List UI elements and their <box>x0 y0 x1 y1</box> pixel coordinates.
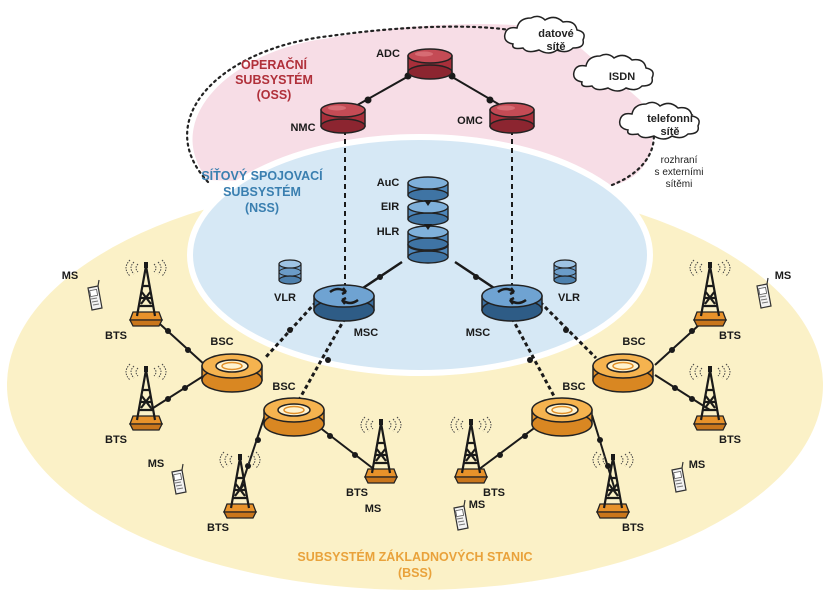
adc-label: ADC <box>376 48 400 60</box>
ms-label: MS <box>775 270 792 282</box>
external-interface-2: s externími <box>655 167 704 178</box>
msc-left-router-icon <box>312 283 376 323</box>
nss-title-2: SUBSYSTÉM <box>223 184 301 199</box>
bsc-right-upper-label: BSC <box>622 336 645 348</box>
external-interface-3: sítěmi <box>666 179 693 190</box>
bsc-right-upper-icon <box>592 353 654 393</box>
nss-title-3: (NSS) <box>245 201 279 215</box>
bsc-left-upper-icon <box>201 353 263 393</box>
nmc-label: NMC <box>290 122 315 134</box>
bsc-right-lower-icon <box>531 397 593 437</box>
bss-title-2: (BSS) <box>398 566 432 580</box>
bts-label: BTS <box>719 434 741 446</box>
ms-label: MS <box>148 458 165 470</box>
msc-right-label: MSC <box>466 327 491 339</box>
hlr-label: HLR <box>377 226 400 238</box>
vlr-right-icon <box>553 259 577 285</box>
ms-label: MS <box>365 503 382 515</box>
oss-title-3: (OSS) <box>257 88 292 102</box>
cloud-phone-label-1: telefonní <box>647 113 694 125</box>
auc-label: AuC <box>377 177 400 189</box>
ms-label: MS <box>62 270 79 282</box>
nss-title-1: SÍŤOVÝ SPOJOVACÍ <box>201 168 323 183</box>
bts-label: BTS <box>105 434 127 446</box>
bts-label: BTS <box>483 487 505 499</box>
cloud-isdn-label: ISDN <box>609 71 635 83</box>
oss-title-2: SUBSYSTÉM <box>235 72 313 87</box>
auc-database-icon <box>407 176 449 202</box>
bsc-right-lower-label: BSC <box>562 381 585 393</box>
bts-label: BTS <box>622 522 644 534</box>
cloud-data-label-1: datové <box>538 28 573 40</box>
vlr-right-label: VLR <box>558 292 580 304</box>
vlr-left-icon <box>278 259 302 285</box>
oss-title-1: OPERAČNÍ <box>241 57 308 72</box>
bsc-left-lower-label: BSC <box>272 381 295 393</box>
msc-left-label: MSC <box>354 327 379 339</box>
bsc-left-lower-icon <box>263 397 325 437</box>
omc-database-icon <box>489 102 535 134</box>
bts-label: BTS <box>346 487 368 499</box>
bts-label: BTS <box>207 522 229 534</box>
eir-label: EIR <box>381 201 399 213</box>
oss-boundary <box>186 25 512 184</box>
nmc-database-icon <box>320 102 366 134</box>
database-arrows <box>424 200 432 230</box>
ms-label: MS <box>469 499 486 511</box>
oss-region <box>192 24 653 190</box>
cloud-data-label-2: sítě <box>547 41 566 53</box>
external-interface-1: rozhraní <box>661 155 698 166</box>
bss-title-1: SUBSYSTÉM ZÁKLADNOVÝCH STANIC <box>297 549 532 564</box>
adc-database-icon <box>407 48 453 80</box>
vlr-left-label: VLR <box>274 292 296 304</box>
bts-label: BTS <box>719 330 741 342</box>
ms-label: MS <box>689 459 706 471</box>
omc-label: OMC <box>457 115 483 127</box>
bts-label: BTS <box>105 330 127 342</box>
msc-right-router-icon <box>480 283 544 323</box>
bsc-left-upper-label: BSC <box>210 336 233 348</box>
cloud-phone-label-2: sítě <box>661 126 680 138</box>
